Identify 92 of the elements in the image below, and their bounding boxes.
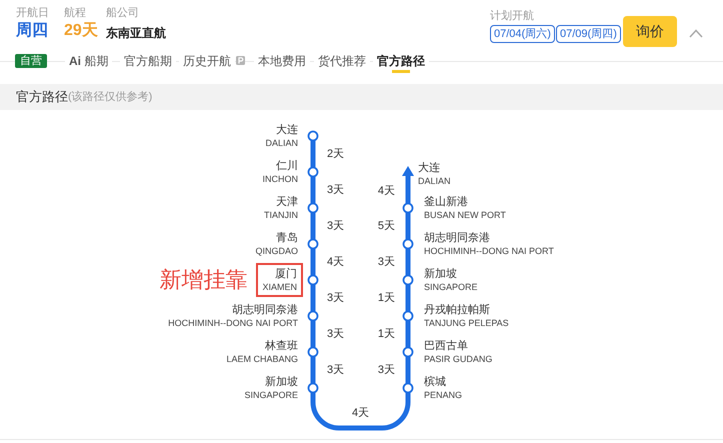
status-tag: 自营 — [15, 54, 47, 68]
route-line — [406, 222, 410, 230]
port-stop — [255, 230, 319, 258]
port-name: 丹戎帕拉帕斯 — [424, 303, 490, 317]
port-name: 巴西古单 — [424, 339, 468, 353]
tab: Ai 船期 — [65, 54, 112, 68]
tab: 官方船期 — [120, 54, 176, 68]
port-name-latin: HOCHIMINH--DONG NAI PORT — [168, 317, 298, 329]
route-line — [310, 297, 316, 302]
port-stop — [402, 266, 478, 294]
active-tab: 官方路径 — [373, 54, 429, 73]
duration-label: 1天 — [376, 327, 396, 341]
port-name-latin: DALIAN — [265, 137, 298, 149]
port-stop — [402, 302, 509, 330]
field-value: 东南亚直航 — [106, 25, 166, 41]
port-name-latin: TIANJIN — [264, 209, 298, 221]
duration-label: 4天 — [376, 184, 396, 198]
port-name: 青岛 — [276, 231, 298, 245]
route-line — [406, 258, 410, 266]
port-name-latin: DALIAN — [418, 175, 451, 187]
route-line — [406, 366, 410, 374]
route-line — [310, 258, 316, 263]
port-name-latin: PENANG — [424, 389, 462, 401]
inquiry-button: 询价 — [623, 16, 677, 47]
port-name-latin: XIAMEN — [262, 281, 297, 293]
duration-label: 5天 — [376, 219, 396, 233]
tab: 货代推荐 — [314, 54, 370, 68]
port-name-latin: SINGAPORE — [244, 389, 298, 401]
port-name: 槟城 — [424, 375, 446, 389]
field-label: 船公司 — [106, 6, 139, 20]
route-line — [310, 400, 410, 430]
date-chip: 07/04(周六) — [490, 25, 555, 43]
route-line — [310, 222, 316, 230]
port-name-latin: TANJUNG PELEPAS — [424, 317, 509, 329]
port-name-latin: HOCHIMINH--DONG NAI PORT — [424, 245, 554, 257]
duration-label: 3天 — [326, 291, 346, 305]
route-line — [310, 150, 316, 158]
route-line — [402, 166, 414, 194]
port-name-latin: PASIR GUDANG — [424, 353, 492, 365]
section-title: 官方路径 — [16, 89, 68, 105]
route-line — [406, 330, 410, 338]
duration-label: 3天 — [376, 255, 396, 269]
section-note: (该路径仅供参考) — [68, 90, 152, 105]
route-line — [310, 330, 316, 338]
duration-label: 4天 — [326, 255, 346, 269]
date-chip: 07/09(周四) — [556, 25, 621, 43]
port-name: 天津 — [276, 195, 298, 209]
port-name-latin: LAEM CHABANG — [226, 353, 298, 365]
annotation-text: 新增挂靠 — [159, 267, 248, 293]
field-value: 29天 — [64, 21, 98, 41]
port-stop — [402, 230, 554, 258]
port-stop — [402, 194, 506, 222]
field-label: 开航日 — [16, 6, 49, 20]
port-stop — [264, 194, 319, 222]
field-value: 周四 — [16, 21, 48, 41]
port-stop — [402, 338, 492, 366]
port-stop — [256, 263, 319, 297]
route-line — [310, 186, 316, 194]
duration-label: 2天 — [326, 147, 346, 161]
port-name-latin: QINGDAO — [255, 245, 298, 257]
duration-label: 3天 — [326, 327, 346, 341]
port-name-latin: BUSAN NEW PORT — [424, 209, 506, 221]
port-name: 林查班 — [265, 339, 298, 353]
port-name: 新加坡 — [424, 267, 457, 281]
duration-label: 3天 — [376, 363, 396, 377]
port-name: 新加坡 — [265, 375, 298, 389]
duration-label: 4天 — [350, 406, 370, 420]
port-name: 胡志明同奈港 — [232, 303, 298, 317]
port-stop — [226, 338, 319, 366]
duration-label: 3天 — [326, 219, 346, 233]
port-stop — [168, 302, 319, 330]
port-name-latin: SINGAPORE — [424, 281, 478, 293]
port-stop — [262, 158, 319, 186]
port-name: 大连 — [276, 123, 298, 137]
port-stop — [265, 122, 319, 150]
port-name: 胡志明同奈港 — [424, 231, 490, 245]
route-line — [406, 294, 410, 302]
duration-label: 3天 — [326, 183, 346, 197]
duration-label: 3天 — [326, 363, 346, 377]
tab: 历史开航 — [179, 54, 235, 68]
port-name: 厦门 — [275, 267, 297, 281]
route-line — [310, 366, 316, 374]
field-label: 计划开航 — [490, 9, 534, 23]
port-name: 大连 — [418, 161, 440, 175]
port-stop — [402, 374, 462, 402]
port-name: 釜山新港 — [424, 195, 468, 209]
port-stop — [244, 374, 319, 402]
port-name-latin: INCHON — [262, 173, 298, 185]
tab: 本地费用 — [254, 54, 310, 68]
port-name: 仁川 — [276, 159, 298, 173]
duration-label: 1天 — [376, 291, 396, 305]
field-label: 航程 — [64, 6, 86, 20]
